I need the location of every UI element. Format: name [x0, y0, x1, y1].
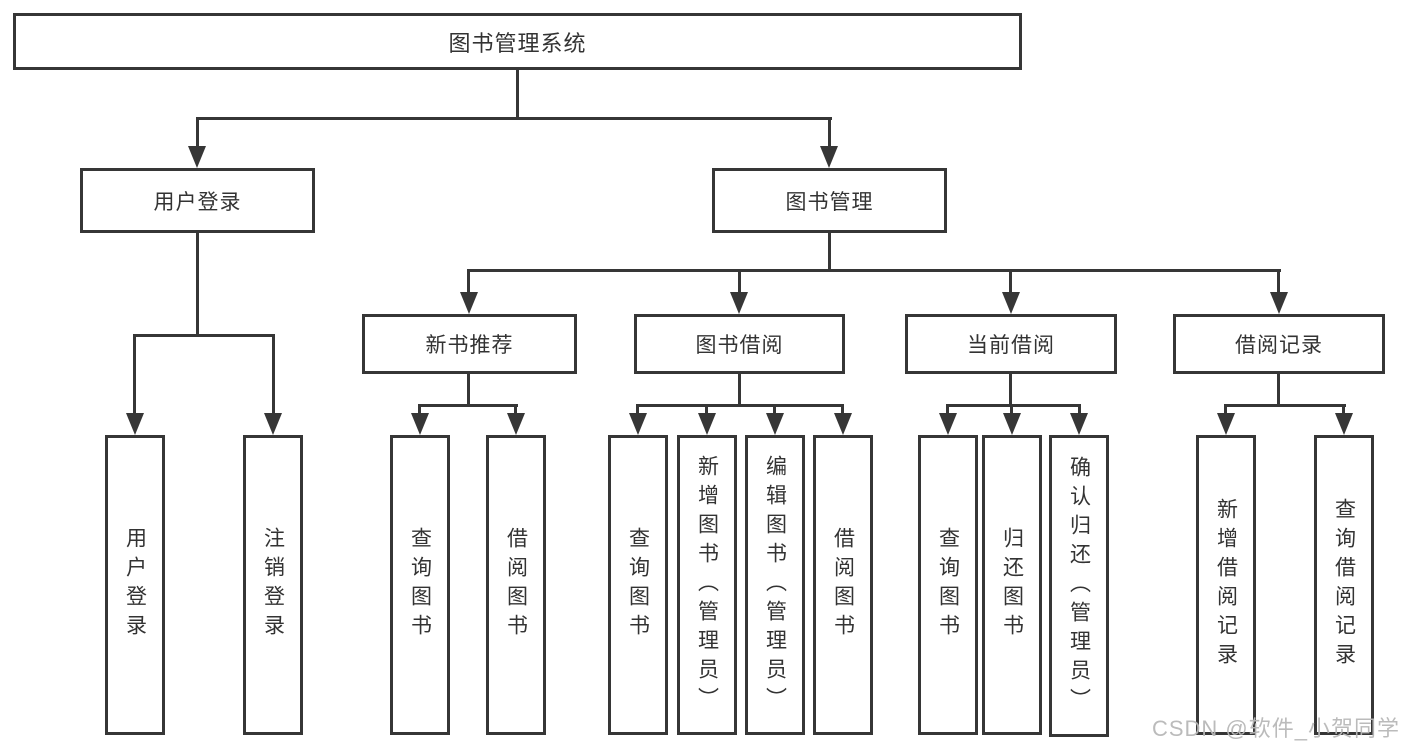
connector-line	[738, 269, 741, 294]
node-label: 用户登录	[123, 527, 147, 643]
leaf-add-books-admin: 新增图书（管理员）	[677, 435, 737, 735]
csdn-watermark: CSDN @软件_小贺同学	[1151, 716, 1400, 741]
connector-line	[1224, 404, 1346, 407]
node-borrowing-records: 借阅记录	[1173, 314, 1385, 374]
arrowhead-icon	[126, 413, 144, 435]
connector-line	[272, 334, 275, 413]
connector-line	[514, 404, 517, 415]
connector-line	[828, 233, 831, 272]
connector-line	[196, 233, 199, 334]
connector-line	[418, 404, 421, 415]
leaf-query-books-current: 查询图书	[918, 435, 978, 735]
connector-line	[738, 374, 741, 406]
connector-line	[133, 334, 136, 413]
node-label: 新书推荐	[425, 334, 514, 357]
connector-line	[1010, 404, 1013, 415]
connector-line	[516, 70, 519, 118]
node-label: 确认归还（管理员）	[1067, 455, 1091, 717]
node-label: 借阅图书	[504, 527, 528, 643]
node-label: 用户登录	[153, 190, 242, 214]
arrowhead-icon	[188, 146, 206, 168]
node-label: 注销登录	[261, 527, 285, 643]
connector-line	[705, 404, 708, 415]
leaf-return-books: 归还图书	[982, 435, 1042, 735]
leaf-borrow-books-recommend: 借阅图书	[486, 435, 546, 735]
node-book-borrowing: 图书借阅	[634, 314, 845, 374]
node-label: 查询借阅记录	[1332, 498, 1356, 672]
arrowhead-icon	[264, 413, 282, 435]
arrowhead-icon	[1335, 413, 1353, 435]
arrowhead-icon	[939, 413, 957, 435]
leaf-query-books-recommend: 查询图书	[390, 435, 450, 735]
connector-line	[1009, 269, 1012, 294]
leaf-add-borrow-record: 新增借阅记录	[1196, 435, 1256, 735]
leaf-query-borrow-record: 查询借阅记录	[1314, 435, 1374, 735]
arrowhead-icon	[1217, 413, 1235, 435]
connector-line	[828, 117, 831, 148]
connector-line	[841, 404, 844, 415]
node-new-book-recommend: 新书推荐	[362, 314, 577, 374]
connector-line	[946, 404, 1081, 407]
connector-line	[467, 269, 1281, 272]
connector-line	[196, 117, 832, 120]
node-label: 新增借阅记录	[1214, 498, 1238, 672]
connector-line	[1224, 404, 1227, 415]
node-label: 查询图书	[626, 527, 650, 643]
arrowhead-icon	[834, 413, 852, 435]
node-label: 新增图书（管理员）	[695, 454, 719, 716]
connector-line	[946, 404, 949, 415]
connector-line	[467, 269, 470, 294]
arrowhead-icon	[411, 413, 429, 435]
node-label: 编辑图书（管理员）	[763, 454, 787, 716]
arrowhead-icon	[1070, 413, 1088, 435]
node-label: 借阅图书	[831, 527, 855, 643]
node-label: 图书借阅	[695, 334, 784, 357]
leaf-user-login: 用户登录	[105, 435, 165, 735]
connector-line	[467, 374, 470, 406]
connector-line	[636, 404, 639, 415]
arrowhead-icon	[820, 146, 838, 168]
node-book-management: 图书管理	[712, 168, 947, 233]
node-label: 图书管理系统	[448, 30, 587, 56]
connector-line	[1009, 374, 1012, 406]
leaf-query-books-borrowing: 查询图书	[608, 435, 668, 735]
node-label: 借阅记录	[1235, 334, 1323, 357]
node-label: 归还图书	[1000, 527, 1024, 643]
arrowhead-icon	[1270, 292, 1288, 314]
connector-line	[133, 334, 275, 337]
connector-line	[418, 404, 518, 407]
arrowhead-icon	[460, 292, 478, 314]
leaf-edit-books-admin: 编辑图书（管理员）	[745, 435, 805, 735]
connector-line	[1078, 404, 1081, 415]
connector-line	[1342, 404, 1345, 415]
node-label: 图书管理	[785, 190, 874, 214]
leaf-borrow-books-borrowing: 借阅图书	[813, 435, 873, 735]
connector-line	[636, 404, 844, 407]
node-current-borrowing: 当前借阅	[905, 314, 1117, 374]
node-book-management-system: 图书管理系统	[13, 13, 1022, 70]
node-user-login: 用户登录	[80, 168, 315, 233]
leaf-logout-login: 注销登录	[243, 435, 303, 735]
arrowhead-icon	[1002, 292, 1020, 314]
leaf-confirm-return-admin: 确认归还（管理员）	[1049, 435, 1109, 737]
connector-line	[196, 117, 199, 148]
node-label: 当前借阅	[967, 334, 1055, 357]
connector-line	[1277, 374, 1280, 406]
arrowhead-icon	[766, 413, 784, 435]
arrowhead-icon	[507, 413, 525, 435]
node-label: 查询图书	[936, 527, 960, 643]
node-label: 查询图书	[408, 527, 432, 643]
connector-line	[773, 404, 776, 415]
connector-line	[1277, 269, 1280, 294]
arrowhead-icon	[629, 413, 647, 435]
arrowhead-icon	[730, 292, 748, 314]
arrowhead-icon	[698, 413, 716, 435]
arrowhead-icon	[1003, 413, 1021, 435]
